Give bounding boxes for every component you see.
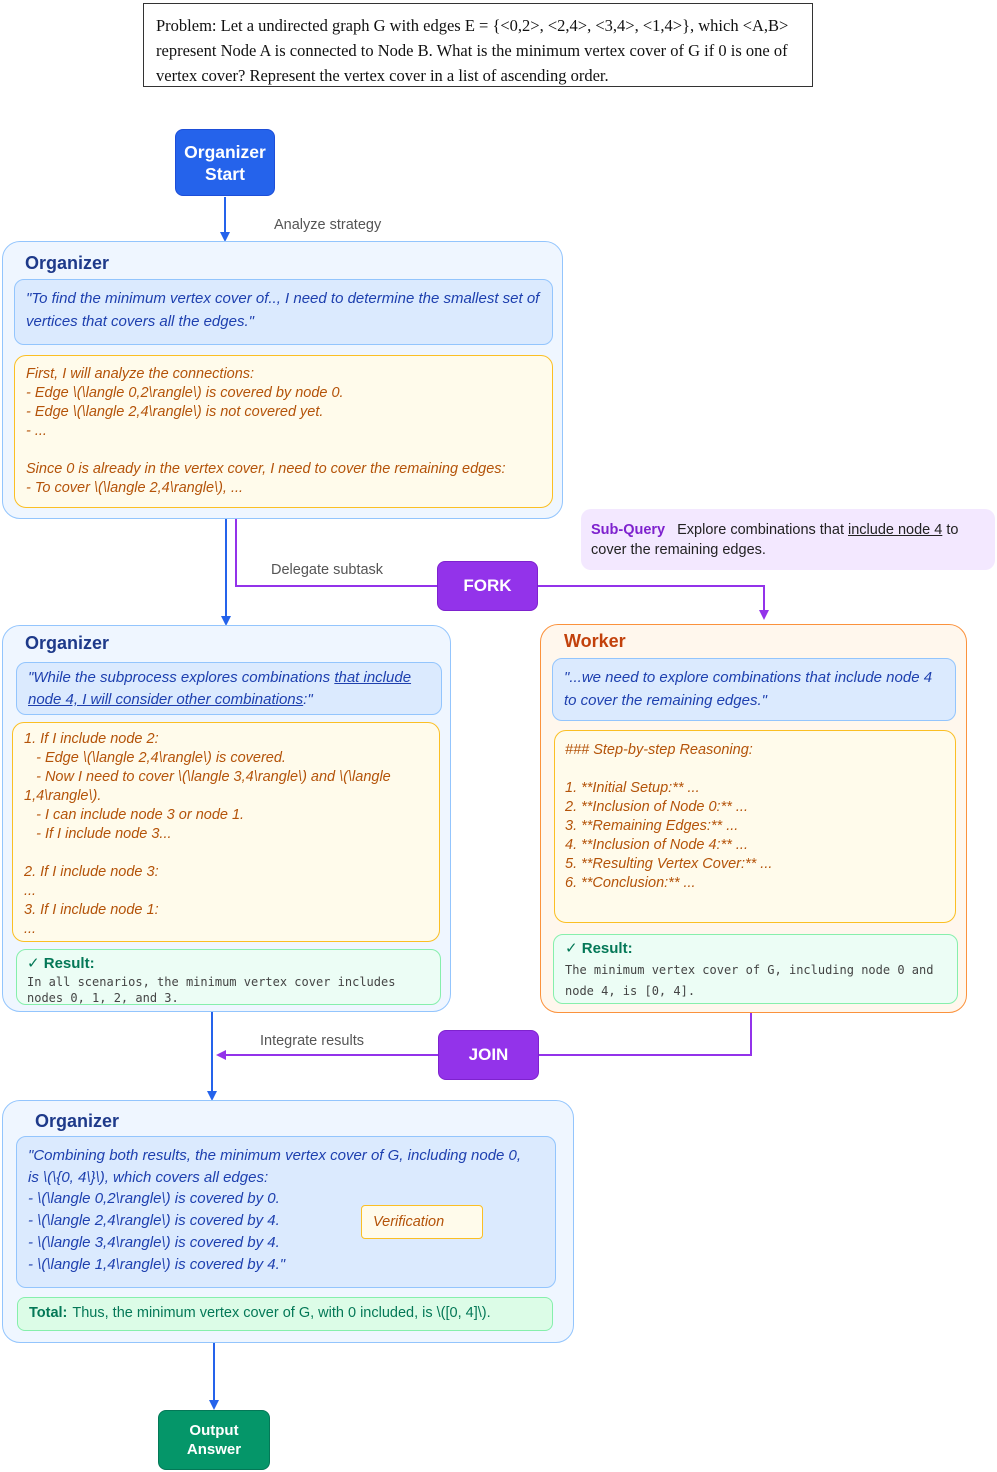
result-text: The minimum vertex cover of G, including…	[565, 963, 934, 998]
quote-line: - \(\langle 2,4\rangle\) is covered by 4…	[28, 1212, 280, 1230]
organizer-start-node: Organizer Start	[175, 129, 275, 196]
quote-text-after: :"	[303, 691, 313, 708]
total-label: Total:	[29, 1305, 68, 1321]
organizer-panel-2: Organizer "While the subprocess explores…	[2, 625, 451, 1012]
arrow-worker-to-join	[539, 1012, 752, 1056]
total-text: Thus, the minimum vertex cover of G, wit…	[72, 1305, 491, 1321]
edge-label-integrate: Integrate results	[260, 1033, 364, 1049]
start-line1: Organizer	[184, 141, 266, 162]
organizer-reasoning: 1. If I include node 2: - Edge \(\langle…	[12, 722, 440, 942]
verification-badge: Verification	[361, 1205, 483, 1239]
worker-panel: Worker "...we need to explore combinatio…	[540, 624, 967, 1013]
sub-query-text-underlined: include node 4	[848, 522, 943, 538]
arrow-fork-to-worker	[538, 585, 769, 620]
sub-query-text-after: to cover the remaining edges.	[591, 522, 959, 558]
quote-line: "Combining both results, the minimum ver…	[28, 1147, 522, 1164]
output-answer-node: Output Answer	[158, 1410, 270, 1470]
worker-quote: "...we need to explore combinations that…	[552, 658, 956, 721]
quote-line: - \(\langle 1,4\rangle\) is covered by 4…	[28, 1255, 286, 1273]
organizer-result-box: ✓ Result: In all scenarios, the minimum …	[16, 949, 441, 1005]
result-text: In all scenarios, the minimum vertex cov…	[27, 975, 396, 1005]
problem-statement: Problem: Let a undirected graph G with e…	[143, 3, 813, 87]
quote-text-before: "While the subprocess explores combinati…	[28, 669, 335, 686]
quote-line: is \(\{0, 4\}\), which covers all edges:	[28, 1168, 269, 1186]
organizer-title: Organizer	[25, 253, 110, 273]
result-label: ✓ Result:	[27, 955, 95, 972]
result-label: ✓ Result:	[565, 940, 633, 957]
organizer-quote: "To find the minimum vertex cover of.., …	[14, 279, 553, 345]
output-line2: Answer	[186, 1441, 242, 1458]
organizer-reasoning: First, I will analyze the connections: -…	[14, 355, 553, 508]
organizer-quote: "While the subprocess explores combinati…	[16, 662, 442, 715]
join-node: JOIN	[438, 1030, 539, 1080]
edge-label-delegate: Delegate subtask	[271, 562, 384, 578]
organizer-panel-1: Organizer "To find the minimum vertex co…	[2, 241, 563, 519]
worker-result-box: ✓ Result: The minimum vertex cover of G,…	[553, 934, 958, 1004]
sub-query-box: Sub-Query Explore combinations that inclu…	[581, 509, 995, 570]
worker-reasoning: ### Step-by-step Reasoning: 1. **Initial…	[554, 730, 956, 923]
organizer-title: Organizer	[25, 633, 110, 653]
organizer-title: Organizer	[35, 1111, 120, 1131]
start-line2: Start	[205, 163, 245, 184]
quote-line: - \(\langle 3,4\rangle\) is covered by 4…	[28, 1233, 280, 1251]
worker-title: Worker	[564, 631, 626, 651]
output-line1: Output	[189, 1422, 239, 1439]
total-box: Total:Thus, the minimum vertex cover of …	[17, 1297, 553, 1331]
edge-label-analyze: Analyze strategy	[274, 217, 382, 233]
quote-line: - \(\langle 0,2\rangle\) is covered by 0…	[28, 1190, 280, 1208]
quote-text-underlined: that include node 4, I will consider oth…	[28, 669, 412, 708]
sub-query-label: Sub-Query	[591, 522, 666, 538]
sub-query-text-before: Explore combinations that	[677, 522, 848, 538]
fork-node: FORK	[437, 561, 538, 611]
